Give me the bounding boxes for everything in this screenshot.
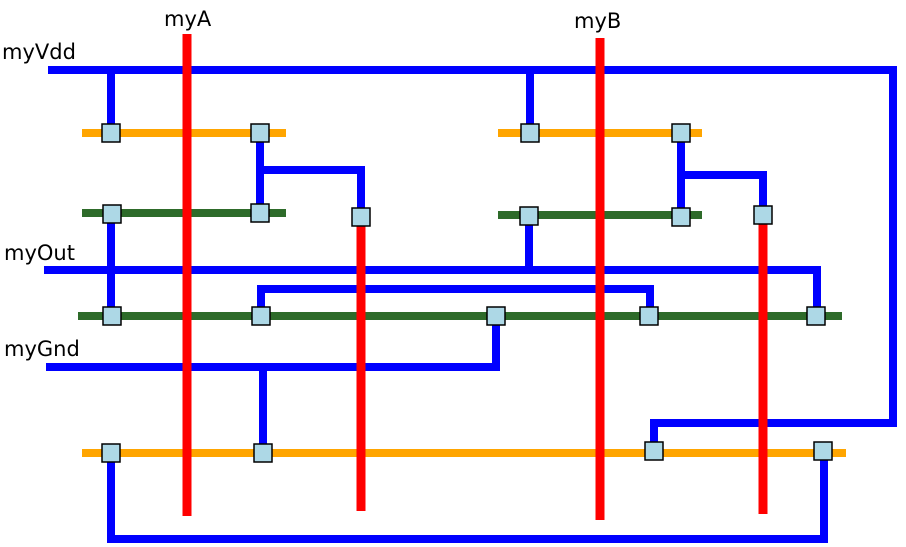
label-input-b: myB (574, 9, 621, 33)
contact (519, 206, 539, 226)
contact (102, 204, 122, 224)
label-gnd: myGnd (4, 337, 80, 361)
contact (813, 441, 833, 461)
contact (639, 306, 659, 326)
metal-layer (44, 66, 897, 543)
contact (101, 443, 121, 463)
label-input-a: myA (164, 7, 212, 31)
contact (671, 123, 691, 143)
out-rail (44, 266, 821, 320)
contact-layer (101, 123, 833, 463)
gnd-rail (46, 312, 500, 371)
wire-middle-bridge (257, 285, 654, 320)
contact (253, 443, 273, 463)
wire-right-to-gate (677, 171, 767, 219)
wire-left-to-gate (256, 166, 365, 221)
bottom-loop (107, 447, 828, 543)
contact (753, 205, 773, 225)
contact (101, 123, 121, 143)
contact (351, 207, 371, 227)
contact (251, 306, 271, 326)
contact (644, 441, 664, 461)
contact (806, 306, 826, 326)
contact (486, 306, 506, 326)
label-layer: myA myB myVdd myOut myGnd (2, 7, 621, 361)
contact (250, 123, 270, 143)
contact (520, 123, 540, 143)
poly-layer (182, 34, 768, 520)
contact (250, 203, 270, 223)
vdd-rail (48, 66, 897, 454)
contact (102, 306, 122, 326)
label-vdd: myVdd (2, 40, 76, 64)
label-out: myOut (4, 241, 75, 265)
contact (671, 207, 691, 227)
